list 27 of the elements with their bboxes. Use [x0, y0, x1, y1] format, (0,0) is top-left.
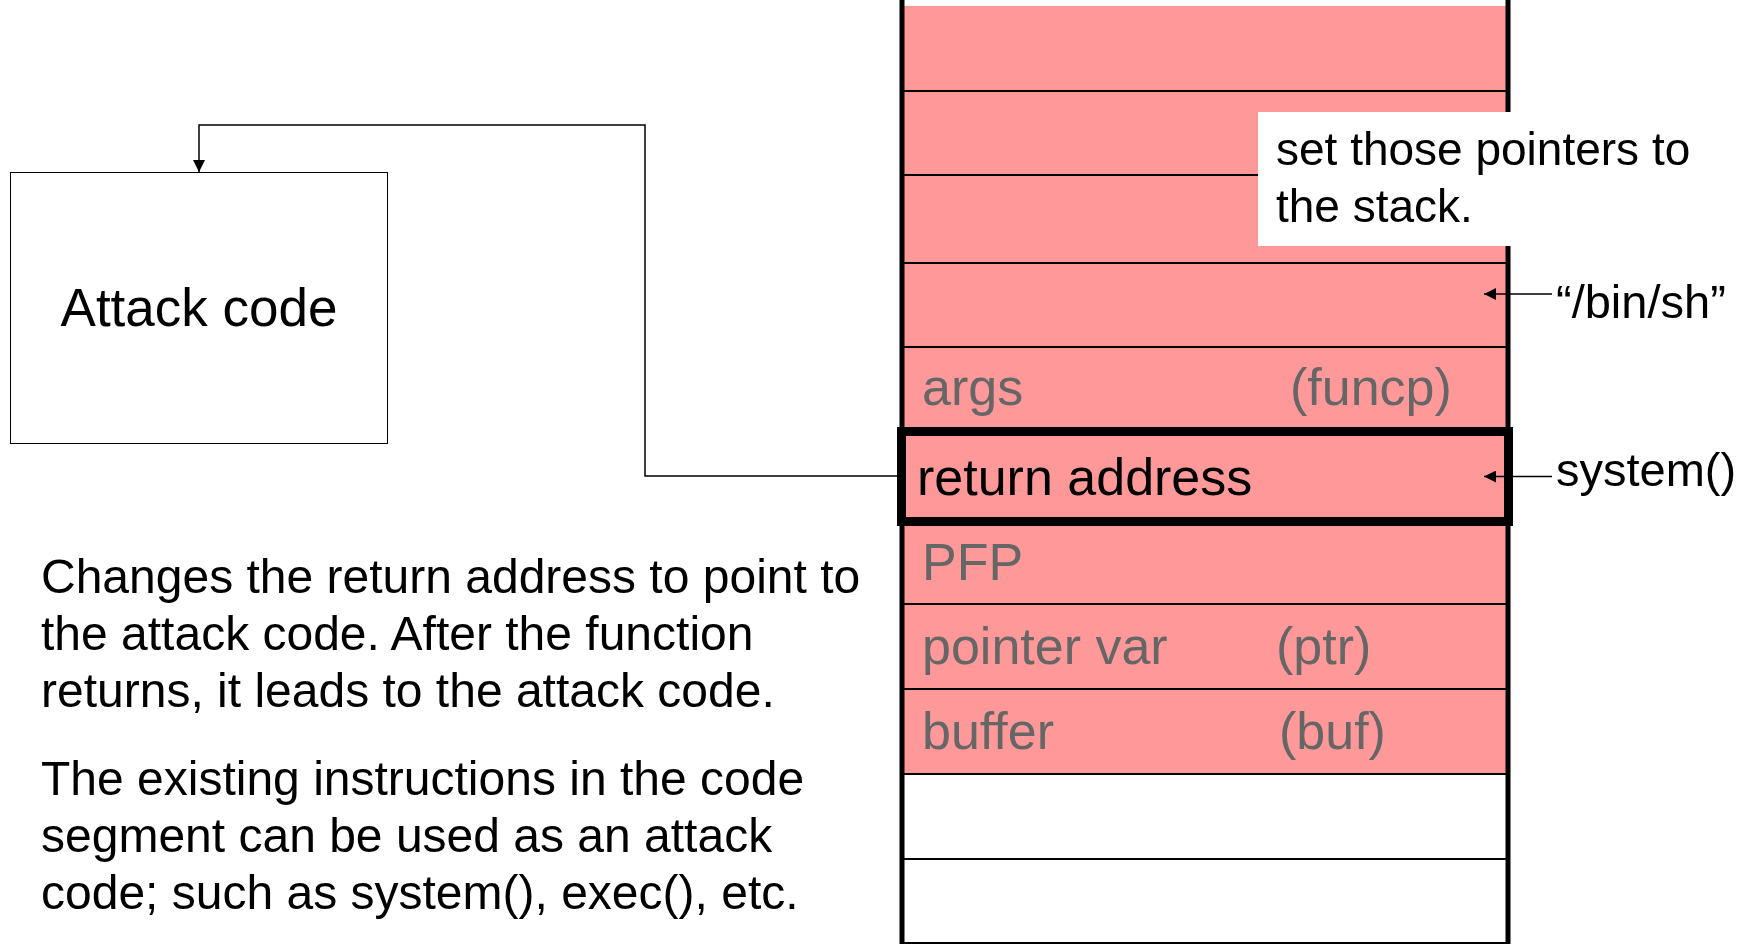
note-paragraph: Changes the return address to point to the attack code. After the function returns, it leads to the attack code. — [41, 549, 862, 719]
slot-label: return address — [917, 449, 1253, 507]
code-box — [10, 172, 388, 444]
stack-slot — [904, 6, 1506, 92]
stack-slot — [904, 348, 1506, 430]
slot-label: PFP — [922, 534, 1024, 592]
slot-label: buffer — [922, 702, 1055, 761]
arrow — [193, 124, 898, 477]
stack-slot — [904, 176, 1258, 264]
annotation-text: “/bin/sh” — [1556, 276, 1726, 328]
arrow — [1483, 288, 1553, 300]
annotation-text: system() — [1556, 444, 1737, 496]
stack-slot — [904, 92, 1258, 176]
stack-slot — [904, 690, 1506, 775]
highlighted-stack-slot — [897, 427, 1513, 526]
variable-name: (ptr) — [1276, 617, 1372, 676]
variable-name: (buf) — [1279, 702, 1386, 761]
box-label: Attack code — [59, 278, 339, 338]
stack-slot — [904, 523, 1506, 605]
variable-name: (funcp) — [1290, 359, 1452, 417]
arrow — [1483, 470, 1553, 483]
note-paragraph: The existing instructions in the code segment can be used as an attack code; such as system(), exec(), etc. — [41, 751, 806, 921]
stack-slot — [904, 264, 1506, 348]
stack-slot — [904, 605, 1506, 690]
slot-label: args — [922, 359, 1024, 417]
slot-label: pointer var — [922, 617, 1168, 676]
note-text: set those pointers to the stack. — [1276, 122, 1692, 234]
